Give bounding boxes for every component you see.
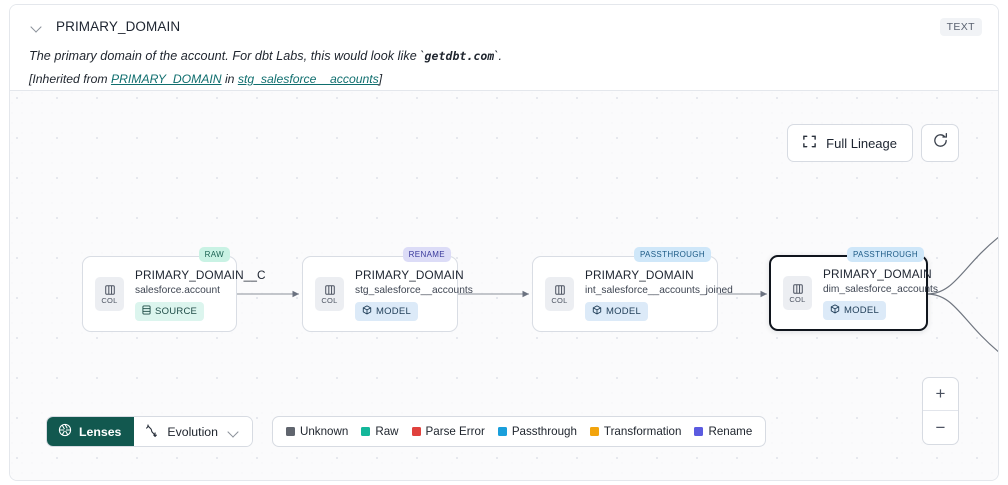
legend-swatch: [497, 427, 507, 436]
database-icon: [142, 305, 151, 318]
legend-swatch: [285, 427, 295, 436]
legend-label: Parse Error: [425, 425, 485, 438]
node-title: PRIMARY_DOMAIN: [823, 266, 932, 281]
node-kind-label: MODEL: [844, 304, 880, 316]
column-type-chip: COL: [315, 277, 344, 311]
cube-icon: [830, 303, 840, 317]
edge-out-upper: [926, 236, 998, 295]
refresh-icon: [932, 132, 949, 154]
legend-label: Passthrough: [511, 425, 577, 438]
zoom-in-button[interactable]: +: [923, 378, 958, 411]
node-title: PRIMARY_DOMAIN: [355, 267, 464, 282]
node-subtitle: stg_salesforce__accounts: [355, 284, 473, 296]
legend-item: Raw: [361, 425, 399, 438]
evolution-label: Evolution: [167, 424, 218, 439]
description-text-post: `.: [494, 49, 503, 63]
node-kind-badge: SOURCE: [135, 301, 205, 321]
node-kind-badge: MODEL: [823, 300, 887, 320]
chevron-down-icon: [228, 425, 241, 438]
lineage-canvas[interactable]: Full Lineage RAW COL PRIM: [10, 90, 998, 480]
canvas-bottom-bar: Lenses Evolution: [46, 416, 767, 447]
inherited-from-note: [Inherited from PRIMARY_DOMAIN in stg_sa…: [29, 72, 982, 86]
inherited-model-link[interactable]: stg_salesforce__accounts: [237, 72, 379, 86]
col-chip-label: COL: [551, 295, 568, 305]
node-kind-label: MODEL: [606, 305, 642, 317]
lens-control-group: Lenses Evolution: [46, 416, 253, 447]
lineage-node[interactable]: RENAME COL PRIMARY_DOMAIN stg_salesforce…: [302, 247, 473, 332]
lenses-label: Lenses: [79, 424, 122, 439]
node-subtitle: salesforce.account: [135, 284, 220, 296]
refresh-button[interactable]: [921, 124, 959, 162]
legend-item: Passthrough: [497, 425, 577, 438]
canvas-toolbar: Full Lineage: [787, 124, 959, 162]
evolution-dropdown[interactable]: Evolution: [134, 417, 252, 446]
cube-icon: [592, 304, 602, 318]
card-header: PRIMARY_DOMAIN TEXT The primary domain o…: [10, 5, 998, 90]
node-kind-badge: MODEL: [355, 301, 419, 321]
page-title: PRIMARY_DOMAIN: [56, 19, 181, 34]
column-description: The primary domain of the account. For d…: [29, 49, 982, 63]
node-title: PRIMARY_DOMAIN__C: [135, 267, 266, 282]
node-subtitle: dim_salesforce_accounts: [823, 283, 938, 295]
legend-swatch: [411, 427, 421, 436]
col-chip-label: COL: [789, 294, 806, 304]
inherited-column-link[interactable]: PRIMARY_DOMAIN: [110, 72, 222, 86]
expand-icon: [802, 134, 817, 152]
lineage-node-selected[interactable]: PASSTHROUGH COL PRIMARY_DOMAIN dim_sales…: [769, 247, 938, 331]
legend-swatch: [361, 427, 371, 436]
legend-swatch: [589, 427, 599, 436]
inherited-middle: in: [221, 72, 238, 86]
legend-label: Unknown: [299, 425, 349, 438]
evolution-icon: [145, 423, 159, 441]
legend-item: Rename: [694, 425, 752, 438]
node-subtitle: int_salesforce__accounts_joined: [585, 284, 733, 296]
lenses-button[interactable]: Lenses: [47, 417, 135, 446]
type-badge: TEXT: [939, 18, 982, 36]
legend-label: Transformation: [603, 425, 682, 438]
column-type-chip: COL: [783, 276, 812, 310]
edge-out-lower: [926, 293, 998, 353]
column-detail-card: PRIMARY_DOMAIN TEXT The primary domain o…: [9, 4, 999, 481]
zoom-out-button[interactable]: −: [935, 417, 946, 437]
description-text-pre: The primary domain of the account. For d…: [29, 49, 425, 63]
node-kind-label: SOURCE: [155, 305, 198, 317]
chevron-down-icon[interactable]: [31, 20, 44, 33]
legend-item: Parse Error: [411, 425, 485, 438]
legend-item: Unknown: [285, 425, 349, 438]
cube-icon: [362, 304, 372, 318]
legend-swatch: [694, 427, 704, 436]
inherited-prefix: [Inherited from: [29, 72, 111, 86]
node-lens-badge: RENAME: [402, 247, 451, 262]
legend-item: Transformation: [589, 425, 682, 438]
col-chip-label: COL: [321, 295, 338, 305]
legend-label: Raw: [375, 425, 399, 438]
column-type-chip: COL: [95, 277, 124, 311]
node-title: PRIMARY_DOMAIN: [585, 267, 694, 282]
legend-label: Rename: [708, 425, 753, 438]
aperture-icon: [58, 423, 72, 440]
lineage-legend: Unknown Raw Parse Error Passthrough Tran…: [271, 416, 767, 447]
column-type-chip: COL: [545, 277, 574, 311]
lineage-node[interactable]: PASSTHROUGH COL PRIMARY_DOMAIN int_sales…: [532, 247, 733, 332]
col-chip-label: COL: [101, 295, 118, 305]
lineage-node[interactable]: RAW COL PRIMARY_DOMAIN__C salesforce.acc…: [82, 247, 266, 332]
node-lens-badge: PASSTHROUGH: [846, 247, 924, 262]
node-kind-badge: MODEL: [585, 301, 649, 321]
full-lineage-button[interactable]: Full Lineage: [787, 124, 913, 162]
full-lineage-label: Full Lineage: [826, 135, 897, 151]
zoom-controls: + −: [922, 377, 959, 445]
inherited-suffix: ]: [378, 72, 383, 86]
node-lens-badge: PASSTHROUGH: [633, 247, 711, 262]
node-kind-label: MODEL: [376, 305, 412, 317]
lineage-edges: [237, 236, 998, 353]
node-lens-badge: RAW: [198, 247, 230, 262]
description-code: getdbt.com: [424, 49, 495, 63]
